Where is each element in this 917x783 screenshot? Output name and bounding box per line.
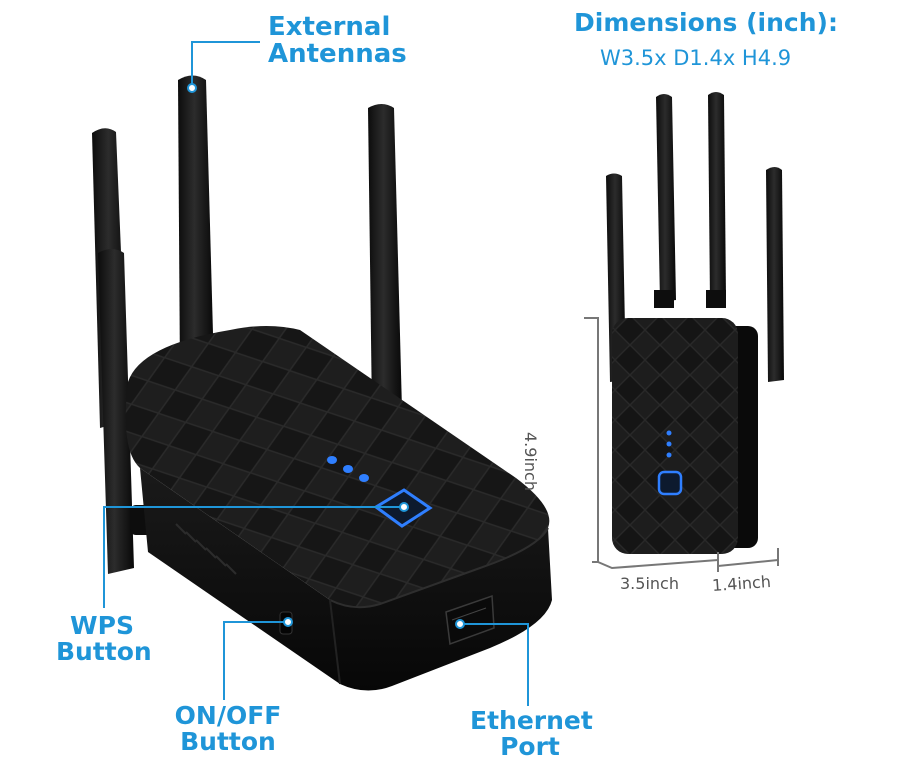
callout-line-1: ON/OFF <box>174 701 282 730</box>
front-view-router <box>606 92 784 554</box>
callout-line-2: Button <box>180 727 276 757</box>
router-top <box>125 326 550 608</box>
dimensions-title: Dimensions (inch): <box>574 8 838 37</box>
ethernet-port <box>445 594 495 646</box>
dimensions-values: W3.5x D1.4x H4.9 <box>600 46 792 70</box>
height-measurement: 4.9inch <box>521 432 540 491</box>
callout-line-1: External <box>268 12 391 42</box>
antenna-back-right <box>368 104 402 414</box>
main-router <box>92 75 552 691</box>
callout-line-1: WPS <box>70 611 134 640</box>
measure-lines <box>584 317 779 572</box>
callout-line-2: Button <box>56 637 152 667</box>
antenna-front-left <box>98 249 134 574</box>
wps-button-callout: WPS Button <box>56 611 152 667</box>
callout-line-2: Antennas <box>268 39 407 70</box>
led-indicators <box>327 456 369 482</box>
callout-line-2: Port <box>500 732 560 762</box>
front-view-body <box>612 318 738 554</box>
antenna-back-center <box>178 75 214 378</box>
callout-line-1: Ethernet <box>470 706 593 735</box>
width-measurement: 3.5inch <box>620 574 679 593</box>
external-antennas-callout: External Antennas <box>268 12 407 70</box>
callout-lines <box>103 41 529 706</box>
ethernet-port-callout: Ethernet Port <box>470 706 593 762</box>
on-off-button-callout: ON/OFF Button <box>170 701 286 757</box>
